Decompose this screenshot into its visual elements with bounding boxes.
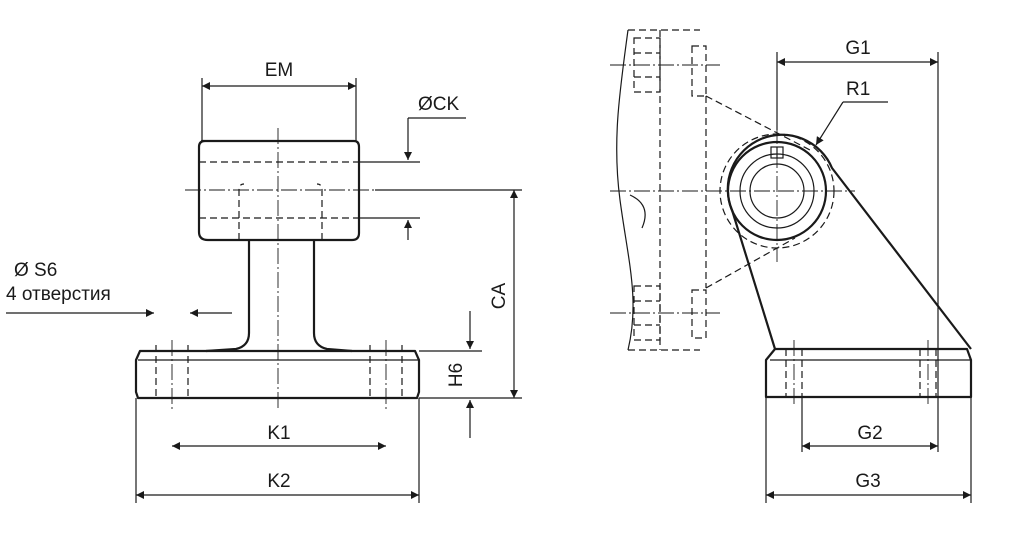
side-base-outline <box>764 347 973 399</box>
label-ck: ØCK <box>418 94 460 115</box>
dimension-k1: K1 <box>172 423 386 450</box>
dimension-em: EM <box>201 60 357 141</box>
dimension-ck: ØCK <box>359 94 466 240</box>
front-base-outline <box>134 349 421 400</box>
side-view <box>610 29 973 405</box>
dimension-s6: Ø S6 4 отверстия <box>6 260 232 317</box>
front-head-outline <box>197 139 361 242</box>
front-view <box>134 128 421 410</box>
label-k1: K1 <box>267 423 290 444</box>
label-g2: G2 <box>857 423 882 444</box>
dimension-r1: R1 <box>815 79 888 146</box>
dimension-ca: CA <box>375 189 522 399</box>
dimension-g1: G1 <box>776 38 939 349</box>
label-s6: Ø S6 <box>14 260 57 281</box>
label-g3: G3 <box>855 471 880 492</box>
dimension-k2: K2 <box>135 398 420 503</box>
label-r1: R1 <box>846 79 870 100</box>
side-wall-outline <box>616 29 634 351</box>
dimension-h6: H6 <box>419 311 482 438</box>
label-k2: K2 <box>267 471 290 492</box>
label-g1: G1 <box>845 38 870 59</box>
label-em: EM <box>265 60 294 81</box>
label-holes: 4 отверстия <box>6 284 111 305</box>
dimension-g3: G3 <box>765 397 972 503</box>
label-ca: CA <box>489 282 510 309</box>
front-neck-outline <box>205 240 251 353</box>
dimension-g2: G2 <box>801 349 939 452</box>
label-h6: H6 <box>446 363 467 387</box>
